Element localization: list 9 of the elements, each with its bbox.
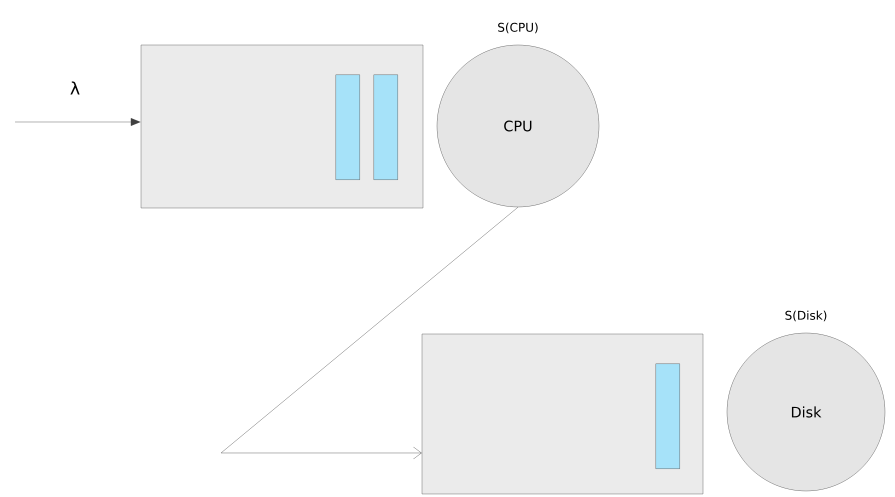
- arrow: [14, 118, 140, 126]
- queue-slot: [336, 74, 360, 180]
- queue-slot: [374, 74, 398, 180]
- queue-slot: [656, 364, 680, 469]
- service-time-label: S(Disk): [785, 310, 826, 322]
- service-time-label: S(CPU): [498, 22, 538, 34]
- queue-box: [422, 334, 704, 494]
- arrow: [220, 207, 518, 460]
- edge-label: λ: [70, 81, 80, 95]
